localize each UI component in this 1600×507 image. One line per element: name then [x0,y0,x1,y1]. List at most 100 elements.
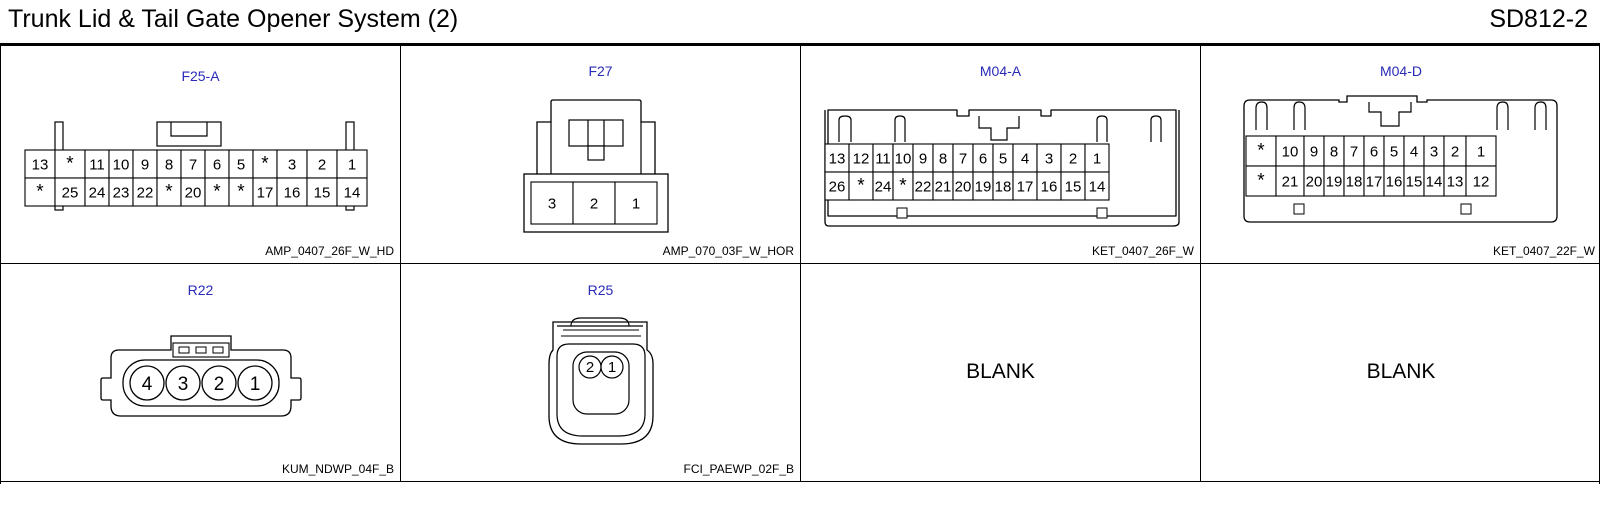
pin-cell [204,177,230,207]
pin-label: 20 [1306,173,1323,190]
pin-cell [228,177,254,207]
pin-cell [84,149,110,179]
pin-cell [1012,171,1038,201]
pin-cell [1036,143,1062,173]
pin-cell [165,365,201,401]
pin-label: 1 [1477,143,1485,160]
pin-label: 1 [348,156,356,173]
pin-label: * [261,153,269,174]
pin-label: 2 [586,359,594,376]
connector-f27-diagram: 3 2 1 [523,99,669,233]
pin-label: 1 [608,359,616,376]
pin-label: 15 [314,184,331,201]
pin-cell [1245,135,1277,167]
pin-cell [1465,165,1497,197]
pin-label: 24 [89,184,106,201]
pin-label: 1 [632,195,640,212]
pin-label: 4 [142,374,153,395]
sheet-code: SD812-2 [1489,5,1588,33]
pin-label: 12 [1473,173,1490,190]
pin-label: 14 [344,184,361,201]
pin-label: 13 [829,150,846,167]
connector-part-number: KUM_NDWP_04F_B [281,462,394,476]
pin-label: 4 [1021,150,1029,167]
pin-label: 2 [318,156,326,173]
pin-cell [1036,171,1062,201]
pin-label: 5 [1390,143,1398,160]
pin-label: 22 [915,178,932,195]
pin-label: 16 [1041,178,1058,195]
pin-cell [1245,165,1277,197]
pin-cell [132,177,158,207]
page-title: Trunk Lid & Tail Gate Opener System (2) [8,5,459,33]
pin-label: 9 [1310,143,1318,160]
pin-label: 3 [288,156,296,173]
pin-label: * [165,181,173,202]
pin-label: 8 [939,150,947,167]
pin-label: * [36,181,44,202]
pin-label: 18 [1346,173,1363,190]
blank-label: BLANK [1366,360,1436,383]
pin-cell [600,355,624,379]
pin-cell [180,149,206,179]
pin-label: 9 [141,156,149,173]
pin-label: * [237,181,245,202]
pin-label: 2 [1451,143,1459,160]
pin-label: 1 [250,374,261,395]
pin-label: 15 [1065,178,1082,195]
pin-label: 3 [548,195,556,212]
pin-label: 22 [137,184,154,201]
pin-label: 13 [1447,173,1464,190]
pin-label: 5 [999,150,1007,167]
pin-cell [84,177,110,207]
pin-label: 20 [955,178,972,195]
pin-label: 23 [113,184,130,201]
pin-cell [614,181,658,225]
pin-label: 2 [590,195,598,212]
pin-cell [1275,135,1305,167]
pin-label: 10 [1282,143,1299,160]
pin-label: * [857,175,865,196]
pin-label: * [66,153,74,174]
pin-cell [276,149,308,179]
pin-label: 17 [1017,178,1034,195]
pin-label: * [213,181,221,202]
connector-part-number: AMP_0407_26F_W_HD [265,244,394,258]
pin-label: 8 [1330,143,1338,160]
pin-label: 21 [935,178,952,195]
pin-label: 6 [979,150,987,167]
connector-id: F27 [588,63,613,79]
f27-pin-grid: 3 2 1 [530,181,658,225]
pin-label: 15 [1406,173,1423,190]
blank-cell-1: BLANK [801,264,1201,482]
pin-cell [252,177,278,207]
connector-part-number: FCI_PAEWP_02F_B [683,462,794,476]
blank-cell-2: BLANK [1201,264,1600,482]
pin-label: 5 [237,156,245,173]
pin-label: 2 [214,374,225,395]
pin-cell [276,177,308,207]
pin-cell [201,365,237,401]
pin-label: 14 [1426,173,1443,190]
pin-cell [1084,143,1110,173]
pin-cell [132,149,158,179]
pin-label: 8 [165,156,173,173]
pin-label: 7 [1350,143,1358,160]
connector-id: M04-A [979,63,1022,79]
pin-cell [824,171,850,201]
pin-label: 6 [1370,143,1378,160]
pin-label: 10 [113,156,130,173]
pin-label: 24 [875,178,892,195]
pin-label: 6 [213,156,221,173]
